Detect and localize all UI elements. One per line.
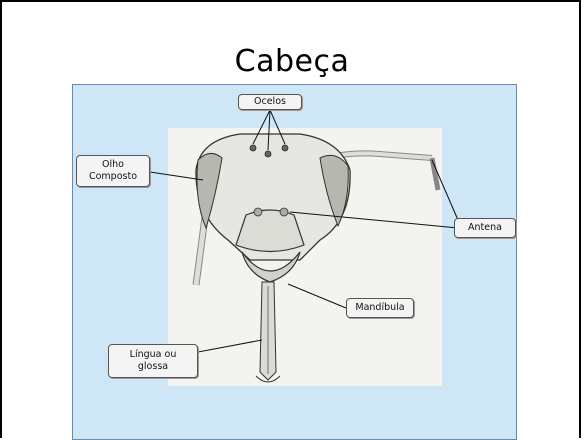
label-olho-composto: Olho Composto [76, 155, 150, 187]
label-mandibula: Mandíbula [346, 298, 414, 318]
label-lingua-glossa: Língua ou glossa [108, 344, 198, 378]
antennal-socket-left [254, 208, 262, 216]
label-antena: Antena [454, 218, 516, 238]
label-ocelos: Ocelos [238, 94, 302, 110]
antennal-socket-right [280, 208, 288, 216]
ocellus-center [265, 151, 271, 157]
clypeus [236, 210, 304, 252]
ocellus-right [282, 145, 288, 151]
ocellus-left [250, 145, 256, 151]
